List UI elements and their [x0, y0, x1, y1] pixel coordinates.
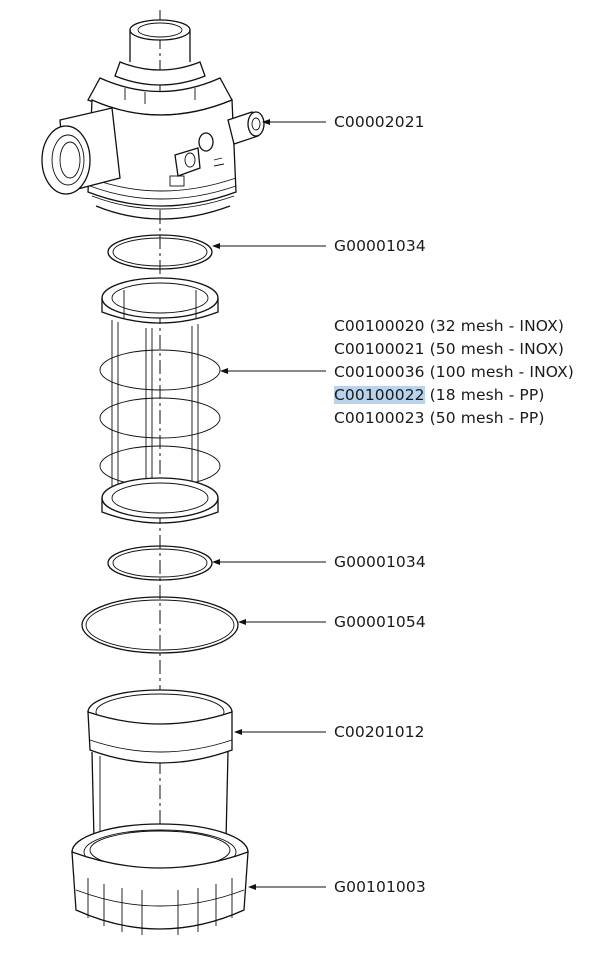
- part-code: C00100036: [334, 363, 425, 381]
- ring-nut: [71, 823, 249, 935]
- part-description: (18 mesh - PP): [429, 386, 545, 404]
- part-code: C00100023: [334, 409, 425, 427]
- part-code: G00001034: [334, 553, 426, 571]
- part-code: G00001054: [334, 613, 426, 631]
- callout-label-cartridge-4: C00100022 (18 mesh - PP): [334, 386, 544, 404]
- oring-lower: [107, 545, 213, 581]
- callout-label-head: C00002021: [334, 113, 425, 131]
- callout-label-cartridge-2: C00100021 (50 mesh - INOX): [334, 340, 564, 358]
- part-code: C00201012: [334, 723, 425, 741]
- callout-label-cartridge-5: C00100023 (50 mesh - PP): [334, 409, 544, 427]
- callout-label-cartridge-1: C00100020 (32 mesh - INOX): [334, 317, 564, 335]
- leader-lines: [212, 119, 326, 890]
- part-code: C00100020: [334, 317, 425, 335]
- callout-label-cartridge-3: C00100036 (100 mesh - INOX): [334, 363, 574, 381]
- filter-cartridge: [99, 277, 221, 524]
- callout-label-oring-lower: G00001034: [334, 553, 426, 571]
- part-code: C00100021: [334, 340, 425, 358]
- filter-head-part: [41, 19, 265, 220]
- part-code-highlighted: C00100022: [334, 386, 425, 404]
- part-code: G00101003: [334, 878, 426, 896]
- callout-label-bowl: C00201012: [334, 723, 425, 741]
- part-description: (32 mesh - INOX): [429, 317, 564, 335]
- callout-label-ring-nut: G00101003: [334, 878, 426, 896]
- part-code: G00001034: [334, 237, 426, 255]
- part-description: (50 mesh - INOX): [429, 340, 564, 358]
- oring-upper: [107, 234, 213, 270]
- callout-label-oring-large: G00001054: [334, 613, 426, 631]
- part-code: C00002021: [334, 113, 425, 131]
- part-description: (50 mesh - PP): [429, 409, 545, 427]
- oring-large: [81, 596, 239, 654]
- filter-bowl: [87, 689, 233, 841]
- part-description: (100 mesh - INOX): [429, 363, 574, 381]
- callout-label-oring-upper: G00001034: [334, 237, 426, 255]
